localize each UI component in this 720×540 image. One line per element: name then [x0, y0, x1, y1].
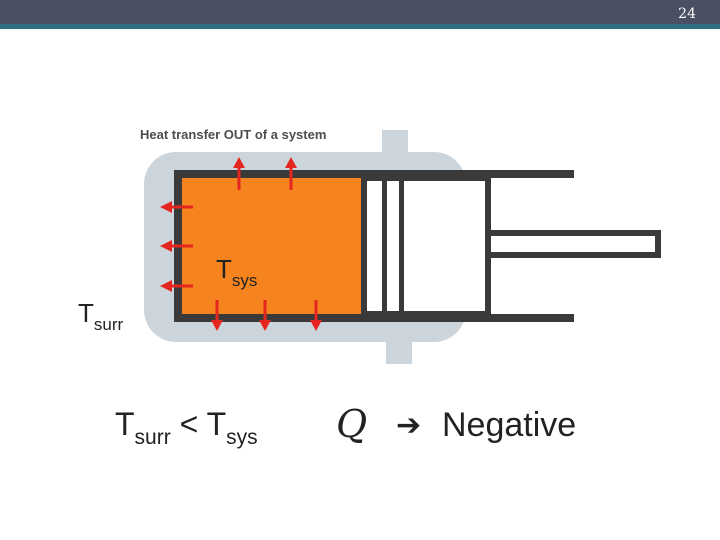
tsurr-main: T [78, 298, 94, 328]
heat-symbol: Q [336, 402, 368, 446]
heat-arrow-down [310, 300, 322, 331]
piston-ring-1 [382, 178, 387, 314]
bottom-peg [386, 338, 412, 364]
heat-sign-result: Negative [442, 406, 577, 444]
tsys-main: T [216, 254, 232, 284]
slide-header-accent [0, 24, 720, 29]
cylinder-wall-top [174, 170, 574, 178]
system-temperature-label: Tsys [216, 254, 257, 291]
heat-arrow-left [160, 240, 193, 252]
heat-arrow-left [160, 280, 193, 292]
tsys-sub: sys [231, 271, 258, 290]
relation-operator: < [170, 406, 207, 442]
relation-right-main: T [206, 406, 227, 442]
right-arrow-icon: ➔ [396, 409, 422, 442]
heat-arrow-left [160, 201, 193, 213]
system-region [178, 176, 364, 316]
heat-arrow-up [233, 157, 245, 190]
heat-arrows [160, 157, 322, 331]
heat-arrow-down [211, 300, 223, 331]
temperature-relation: Tsurr < Tsys [115, 406, 258, 450]
heat-arrow-up [285, 157, 297, 190]
heat-arrow-down [259, 300, 271, 331]
slide-header-bar [0, 0, 720, 24]
piston-rod [485, 230, 661, 258]
surroundings-temperature-label: Tsurr [78, 298, 123, 335]
piston-ring-2 [399, 178, 404, 314]
relation-left-sub: surr [134, 426, 171, 449]
top-peg [382, 130, 408, 158]
relation-right-sub: sys [226, 426, 258, 449]
page-number: 24 [678, 6, 696, 22]
tsurr-sub: surr [93, 315, 124, 334]
cylinder-wall-bottom [174, 314, 574, 322]
diagram-title: Heat transfer OUT of a system [140, 127, 327, 142]
relation-left-main: T [115, 406, 135, 442]
